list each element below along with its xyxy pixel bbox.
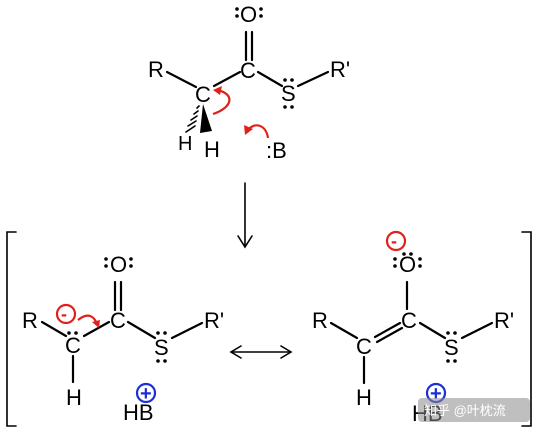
left-hb: HB — [123, 400, 154, 425]
left-o-lone-pairs — [104, 257, 133, 268]
bracket-left — [6, 231, 17, 427]
left-atom-c-alpha: C — [65, 333, 81, 358]
left-atom-h: H — [66, 385, 82, 410]
bond-s-rprime — [460, 321, 494, 340]
arrow-ch-head — [213, 86, 222, 95]
top-atom-c-carbonyl: C — [240, 58, 256, 83]
top-atom-o: O — [240, 2, 257, 27]
top-atom-s: S — [281, 81, 296, 106]
top-base: :B — [266, 138, 287, 163]
bracket-right — [521, 231, 532, 427]
bond-calpha-ccarbonyl — [212, 70, 242, 88]
left-structure: R C C O S R' H HB - + — [22, 252, 224, 425]
bond-ccarbonyl-s — [256, 70, 284, 88]
right-s-lone-pairs — [446, 331, 457, 363]
top-s-lone-pairs — [283, 78, 294, 109]
watermark: 知乎 @叶枕流 — [418, 398, 530, 422]
bond-cc-2 — [375, 326, 404, 344]
top-atom-c-alpha: C — [195, 82, 211, 107]
top-atom-h-left: H — [178, 133, 192, 155]
wedge-bond-h — [200, 104, 212, 133]
bond-cc-1 — [373, 321, 402, 339]
right-o-lone-pairs — [393, 252, 422, 268]
arrow-ch-bond-to-c — [212, 88, 231, 116]
right-negative-charge-circle — [385, 230, 407, 252]
top-o-lone-pairs — [235, 7, 263, 18]
left-resonance-arrow-head — [92, 320, 100, 328]
right-structure: R C C O S R' H HB - + — [312, 230, 514, 426]
left-atom-s: S — [154, 335, 169, 360]
right-positive-charge-sign: + — [430, 383, 442, 405]
right-atom-s: S — [444, 335, 459, 360]
top-atom-r-prime: R' — [330, 57, 350, 82]
hashed-bond-h — [185, 105, 200, 133]
right-atom-r-prime: R' — [494, 308, 514, 333]
arrow-base-head — [244, 125, 253, 135]
bond-r-calpha — [329, 321, 359, 340]
left-negative-charge-sign: - — [61, 304, 67, 324]
left-atom-o: O — [110, 252, 127, 277]
left-atom-r: R — [22, 308, 38, 333]
left-c-lone-pair — [67, 331, 78, 335]
left-negative-charge-circle — [55, 303, 77, 325]
right-atom-c-alpha: C — [356, 334, 372, 359]
bond-s-rprime — [296, 70, 330, 88]
right-atom-r: R — [312, 308, 328, 333]
top-structure: R C C O S R' H H :B — [148, 2, 350, 163]
resonance-arrow — [229, 345, 293, 359]
top-atom-r: R — [148, 57, 164, 82]
right-atom-o: O — [399, 252, 416, 277]
top-atom-h-right: H — [204, 137, 220, 162]
bond-calpha-ccarbonyl — [82, 320, 111, 338]
bond-s-rprime — [170, 321, 204, 340]
left-positive-charge-sign: + — [140, 383, 152, 405]
left-atom-r-prime: R' — [204, 308, 224, 333]
bond-ccarbonyl-s — [418, 321, 447, 340]
left-atom-c-carbonyl: C — [110, 308, 126, 333]
arrow-base-to-h — [247, 124, 270, 139]
watermark-text: 知乎 @叶枕流 — [424, 403, 506, 418]
left-positive-charge-circle — [135, 382, 157, 404]
bond-r-calpha — [40, 320, 68, 338]
right-atom-h: H — [356, 385, 372, 410]
reaction-arrow — [237, 182, 253, 249]
right-atom-c-carbonyl: C — [401, 308, 417, 333]
bond-r-calpha — [165, 70, 198, 89]
left-s-lone-pairs — [156, 331, 167, 363]
bond-ccarbonyl-s — [126, 320, 157, 340]
right-negative-charge-sign: - — [391, 231, 397, 251]
